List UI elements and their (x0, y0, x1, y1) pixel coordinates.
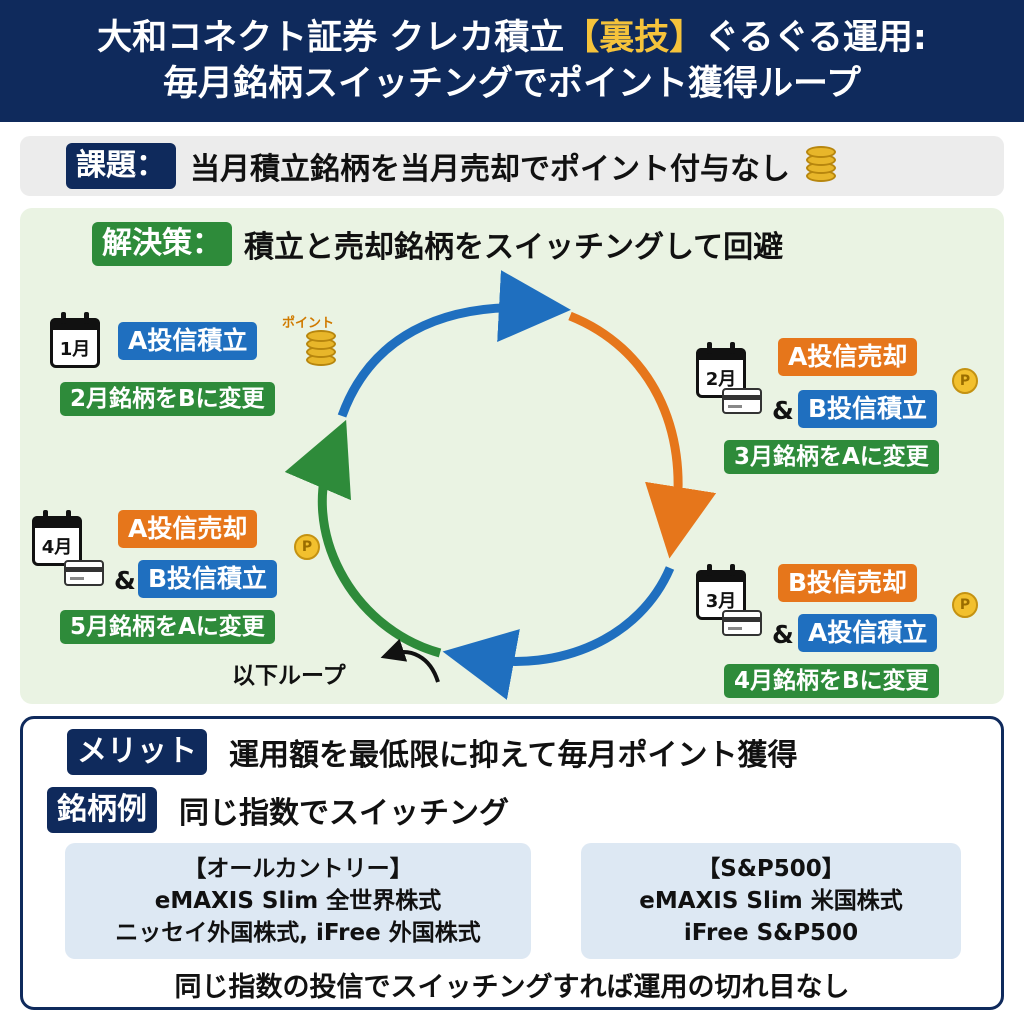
ampersand: & (772, 620, 794, 649)
fund-title: 【オールカントリー】 (183, 856, 413, 882)
action-buy: A投信積立 (118, 322, 258, 360)
action-buy: B投信積立 (138, 560, 278, 598)
coins-icon (800, 146, 844, 186)
calendar-icon: 2月 (696, 342, 746, 398)
solution-panel: 解決策： 積立と売却銘柄をスイッチングして回避 1月 (20, 208, 1004, 704)
credit-card-icon (722, 388, 762, 414)
calendar-icon: 3月 (696, 564, 746, 620)
credit-card-icon (722, 610, 762, 636)
example-row: 銘柄例 同じ指数でスイッチング (47, 787, 509, 833)
action-buy: A投信積立 (798, 614, 938, 652)
calendar-icon: 4月 (32, 510, 82, 566)
solution-text: 積立と売却銘柄をスイッチングして回避 (244, 230, 784, 265)
title-line-2: 毎月銘柄スイッチングでポイント獲得ループ (163, 64, 861, 104)
merit-text: 運用額を最低限に抑えて毎月ポイント獲得 (229, 738, 798, 773)
change-note: 5月銘柄をAに変更 (60, 610, 275, 644)
arrow-feb-mar (568, 311, 717, 559)
point-coin-icon: P (952, 592, 978, 618)
point-coin-icon: P (294, 534, 320, 560)
merit-tag: メリット (67, 729, 207, 775)
action-sell: A投信売却 (778, 338, 918, 376)
merit-row: メリット 運用額を最低限に抑えて毎月ポイント獲得 (67, 729, 798, 775)
title-line-1: 大和コネクト証券 クレカ積立【裏技】ぐるぐる運用: (97, 15, 927, 61)
fund-line: eMAXIS Slim 全世界株式 (154, 888, 442, 914)
fund-line: ニッセイ外国株式, iFree 外国株式 (115, 920, 481, 946)
issue-tag: 課題： (66, 143, 176, 189)
title-banner: 大和コネクト証券 クレカ積立【裏技】ぐるぐる運用: 毎月銘柄スイッチングでポイン… (0, 0, 1024, 122)
title-highlight: 【裏技】 (564, 18, 705, 58)
issue-box: 課題： 当月積立銘柄を当月売却でポイント付与なし (20, 136, 1004, 196)
ampersand: & (114, 566, 136, 595)
month-label: 1月 (59, 339, 91, 360)
merit-panel: メリット 運用額を最低限に抑えて毎月ポイント獲得 銘柄例 同じ指数でスイッチング… (20, 716, 1004, 1010)
change-note: 2月銘柄をBに変更 (60, 382, 275, 416)
action-buy: B投信積立 (798, 390, 938, 428)
month-label: 2月 (705, 369, 737, 390)
title-prefix: 大和コネクト証券 クレカ積立 (97, 18, 565, 58)
example-text: 同じ指数でスイッチング (179, 796, 509, 831)
loop-arrow (380, 638, 440, 683)
month-label: 3月 (705, 591, 737, 612)
fund-card-sp500: 【S&P500】 eMAXIS Slim 米国株式 iFree S&P500 (581, 843, 961, 959)
issue-text: 当月積立銘柄を当月売却でポイント付与なし (190, 152, 790, 187)
coins-icon (300, 330, 344, 370)
loop-label: 以下ループ (232, 663, 346, 689)
change-note: 4月銘柄をBに変更 (724, 664, 939, 698)
arrow-apr-jan (284, 419, 442, 658)
example-tag: 銘柄例 (47, 787, 157, 833)
point-coin-icon: P (952, 368, 978, 394)
solution-heading: 解決策： 積立と売却銘柄をスイッチングして回避 (92, 222, 783, 266)
calendar-icon: 1月 (50, 312, 100, 368)
title-suffix: ぐるぐる運用: (704, 18, 927, 58)
credit-card-icon (64, 560, 104, 586)
month-label: 4月 (41, 537, 73, 558)
arrow-mar-apr (442, 566, 675, 700)
ampersand: & (772, 396, 794, 425)
bottom-note: 同じ指数の投信でスイッチングすれば運用の切れ目なし (174, 972, 850, 1003)
cycle-arrows (284, 270, 717, 700)
change-note: 3月銘柄をAに変更 (724, 440, 939, 474)
fund-line: iFree S&P500 (683, 920, 859, 946)
fund-card-all-country: 【オールカントリー】 eMAXIS Slim 全世界株式 ニッセイ外国株式, i… (65, 843, 531, 959)
solution-tag: 解決策： (92, 222, 232, 266)
point-label: ポイント (282, 316, 335, 331)
action-sell: B投信売却 (778, 564, 918, 602)
fund-line: eMAXIS Slim 米国株式 (639, 888, 903, 914)
arrow-jan-feb (337, 270, 571, 418)
action-sell: A投信売却 (118, 510, 258, 548)
fund-title: 【S&P500】 (697, 856, 845, 882)
